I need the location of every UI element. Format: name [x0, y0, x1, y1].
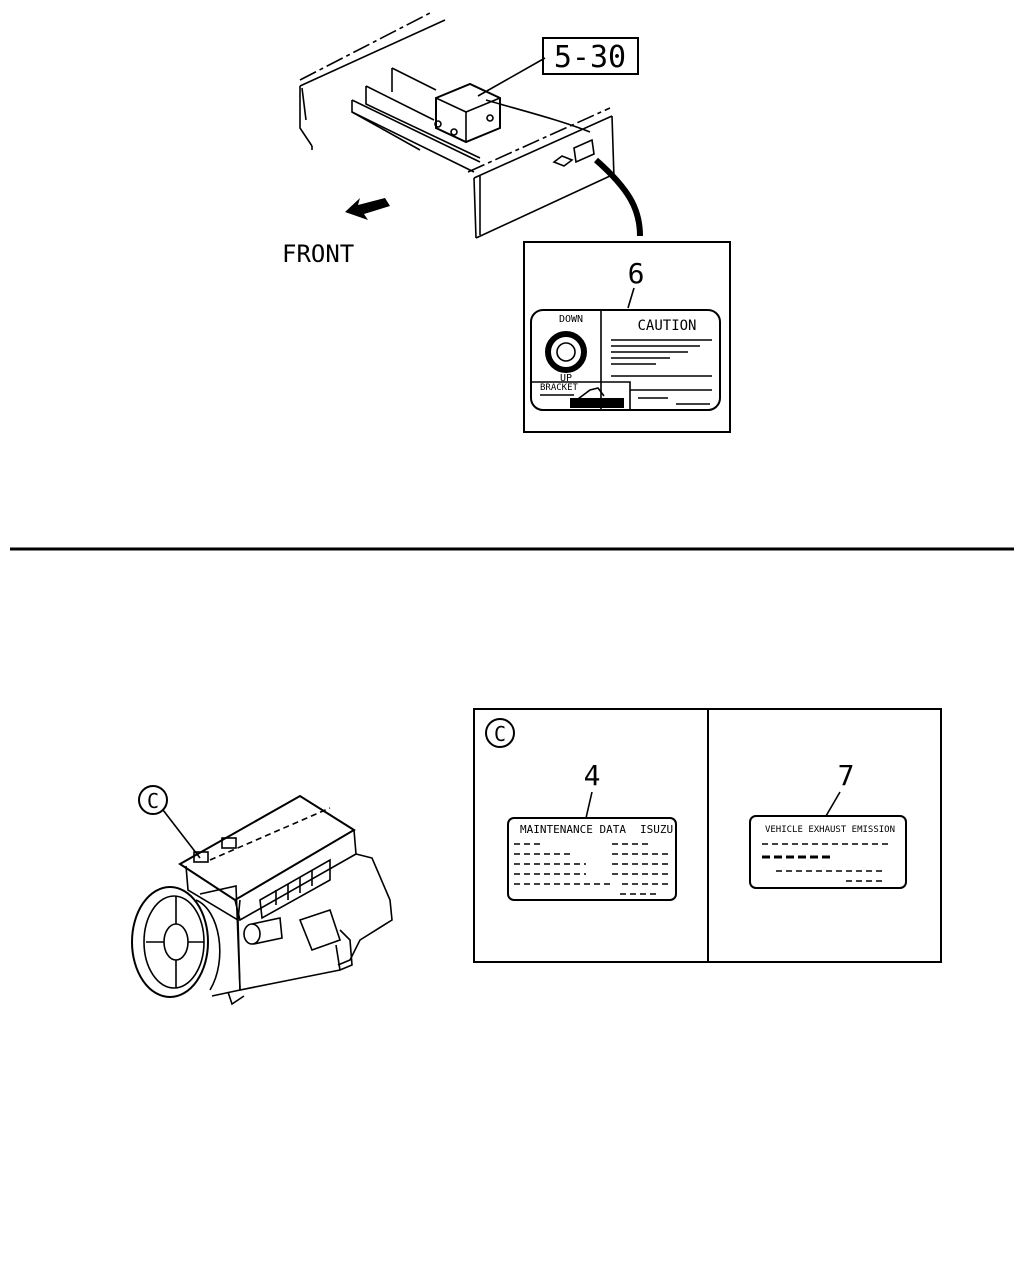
front-label: FRONT [282, 240, 354, 268]
maintenance-brand: ISUZU [640, 823, 673, 836]
engine-drawing: C [131, 785, 393, 1006]
emission-title: VEHICLE EXHAUST EMISSION [765, 825, 895, 835]
chassis-frame-drawing [299, 11, 643, 239]
caution-title: CAUTION [637, 318, 696, 334]
engine-callout-c: C [147, 789, 159, 813]
callout-4: 4 [584, 759, 601, 792]
maintenance-text-lines [514, 843, 668, 895]
maintenance-title: MAINTENANCE DATA [520, 823, 626, 836]
panel-callout-c: C [494, 722, 506, 746]
emission-text-lines [762, 843, 892, 882]
maintenance-data-label [507, 817, 677, 901]
labels-panel: C 4 MAINTENANCE DATA ISUZU 7 VEHICLE EXH… [473, 708, 942, 963]
caution-label-detail: 6 CAUTION DOWN UP BRACKET [523, 241, 731, 433]
caution-text-lines [611, 339, 712, 405]
adjust-dial-icon [545, 331, 587, 373]
dial-up-label: UP [560, 373, 572, 384]
reference-label: 5-30 [554, 40, 626, 75]
callout-7: 7 [838, 759, 855, 792]
bracket-label: BRACKET [540, 383, 579, 393]
callout-6: 6 [628, 257, 645, 290]
dial-down-label: DOWN [559, 314, 583, 325]
emission-label [749, 815, 907, 889]
reference-box-5-30: 5-30 [542, 37, 639, 75]
